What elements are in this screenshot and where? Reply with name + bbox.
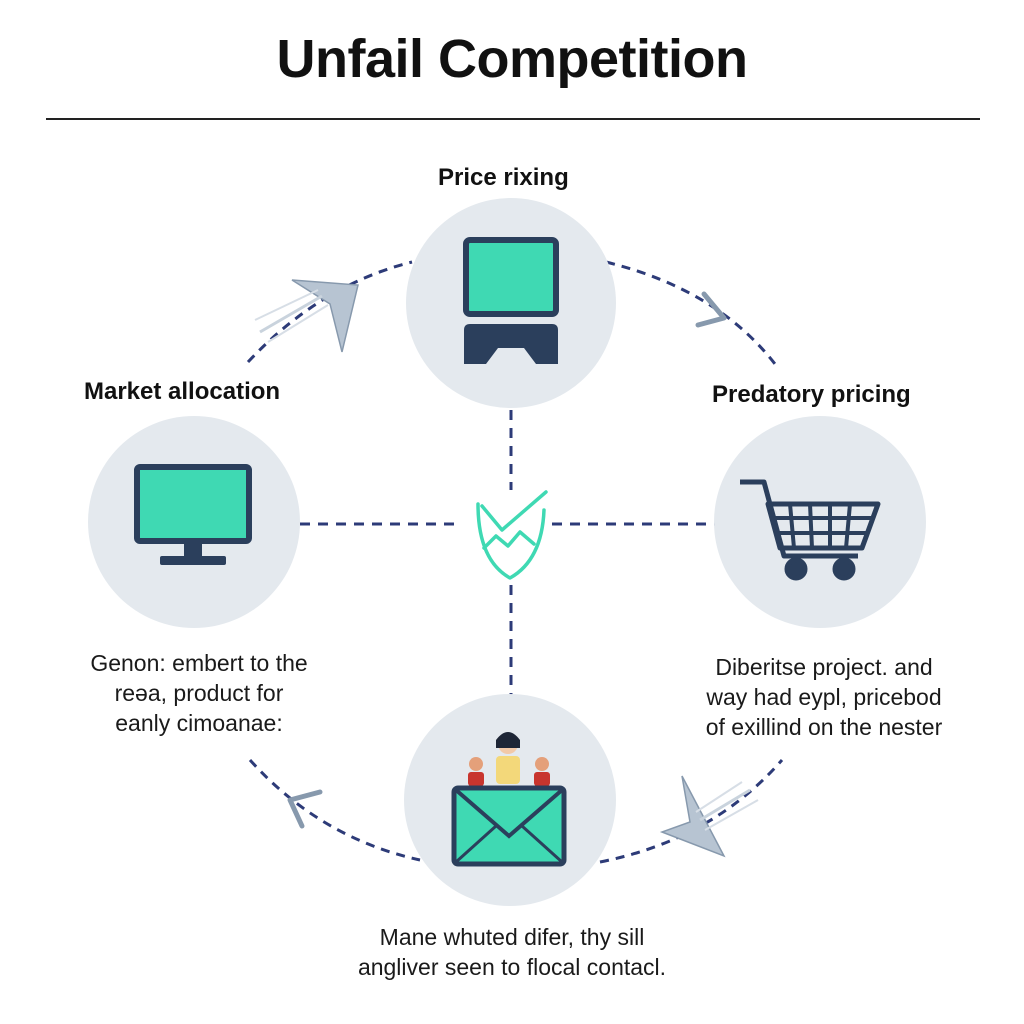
arc-bottom-left bbox=[248, 758, 421, 862]
description-left-line: reəa, product for bbox=[114, 680, 284, 706]
arrow-bottom-left bbox=[287, 789, 323, 829]
arc-top-right bbox=[605, 260, 780, 369]
envelope-with-people-icon bbox=[451, 732, 567, 867]
diagram-title: Unfail Competition bbox=[276, 29, 748, 89]
description-left: Genon: embert to the reəa, product for e… bbox=[54, 648, 344, 738]
description-bottom-line: Mane whuted difer, thy sill bbox=[379, 924, 645, 950]
description-left-line: Genon: embert to the bbox=[90, 650, 308, 676]
node-label-price-fixing: Price rixing bbox=[438, 164, 569, 191]
arrow-bottom-right bbox=[659, 775, 759, 858]
people-group bbox=[468, 732, 550, 786]
monitor-icon bbox=[463, 237, 559, 364]
shopping-cart-icon bbox=[740, 479, 881, 581]
title-divider bbox=[46, 118, 980, 120]
description-left-line: eanly cimoanae: bbox=[115, 710, 283, 736]
checkmark-shield-icon bbox=[476, 490, 548, 580]
node-label-market-allocation: Market allocation bbox=[84, 378, 281, 405]
description-right-line: Diberitse project. and bbox=[715, 654, 933, 680]
description-bottom: Mane whuted difer, thy sill angliver see… bbox=[300, 922, 724, 982]
node-circle-right bbox=[714, 416, 926, 628]
description-right-line: way had eypl, pricebod bbox=[706, 684, 942, 710]
arrow-top-right bbox=[695, 291, 727, 328]
arrow-top-left bbox=[254, 279, 359, 353]
hub-connectors bbox=[300, 410, 716, 695]
description-right-line: of exillind on the nester bbox=[705, 714, 943, 740]
description-right: Diberitse project. and way had eypl, pri… bbox=[672, 652, 976, 742]
description-bottom-line: angliver seen to flocal contacl. bbox=[357, 954, 667, 980]
desktop-monitor-icon bbox=[134, 464, 252, 565]
node-label-predatory-pricing: Predatory pricing bbox=[712, 381, 911, 408]
